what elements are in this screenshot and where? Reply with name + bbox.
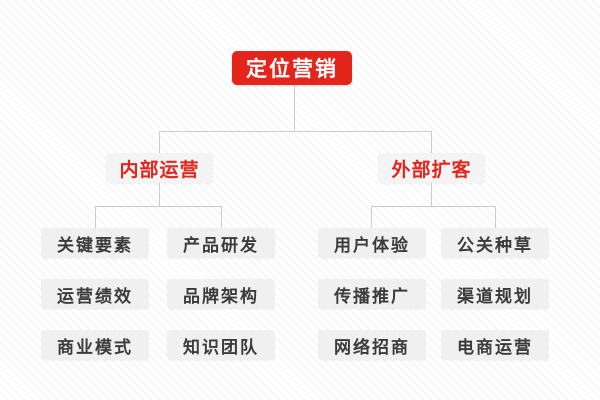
connector-line (95, 206, 96, 228)
connector-line (431, 183, 432, 206)
leaf-group-external-customer-expansion: 用户体验 公关种草 传播推广 渠道规划 网络招商 电商运营 (318, 228, 549, 360)
connector-line (221, 206, 222, 228)
leaf-pr-seeding: 公关种草 (441, 228, 549, 258)
connector-line (294, 85, 295, 131)
leaf-business-model: 商业模式 (41, 330, 149, 360)
connector-line (95, 206, 221, 207)
connector-line (371, 206, 372, 228)
leaf-channel-planning: 渠道规划 (441, 279, 549, 309)
leaf-operation-performance: 运营绩效 (41, 279, 149, 309)
leaf-ecommerce-operation: 电商运营 (441, 330, 549, 360)
leaf-product-development: 产品研发 (167, 228, 275, 258)
leaf-promotion-spreading: 传播推广 (318, 279, 426, 309)
connector-line (159, 183, 160, 206)
leaf-brand-architecture: 品牌架构 (167, 279, 275, 309)
leaf-key-elements: 关键要素 (41, 228, 149, 258)
root-node-positioning-marketing: 定位营销 (232, 51, 352, 85)
leaf-group-internal-operations: 关键要素 产品研发 运营绩效 品牌架构 商业模式 知识团队 (41, 228, 275, 360)
connector-line (431, 131, 432, 153)
connector-line (371, 206, 495, 207)
leaf-knowledge-team: 知识团队 (167, 330, 275, 360)
connector-line (495, 206, 496, 228)
branch-node-internal-operations: 内部运营 (106, 153, 213, 183)
connector-line (159, 131, 160, 153)
connector-line (159, 131, 431, 132)
branch-node-external-customer-expansion: 外部扩客 (378, 153, 485, 183)
leaf-online-merchants: 网络招商 (318, 330, 426, 360)
leaf-user-experience: 用户体验 (318, 228, 426, 258)
